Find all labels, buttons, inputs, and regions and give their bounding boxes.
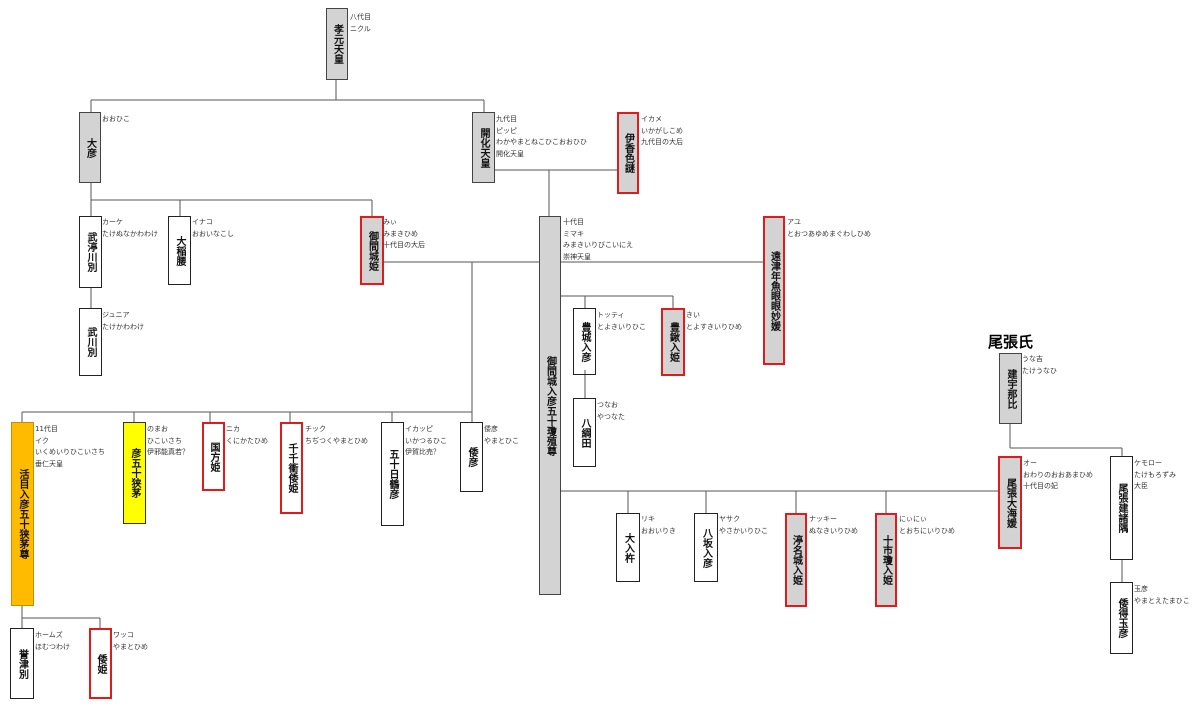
person-kougen: 孝元天皇: [326, 8, 348, 80]
person-yamatoetamahiko: 倭得玉彦: [1110, 582, 1133, 654]
person-nunakiirihime: 渟名城入姫: [785, 513, 807, 607]
clan-title: 尾張氏: [988, 333, 1034, 351]
person-homutsuwake-notes: ホームズほむつわけ: [35, 631, 70, 651]
person-toyosukiirihime-notes: きいとよすきいりひめ: [686, 311, 742, 331]
person-takekawawake-notes: ジュニアたけかわわけ: [102, 311, 144, 331]
person-owaritakemorosumi: 尾張建諸隅: [1110, 456, 1133, 560]
person-mimakihime-name: 御間城姫: [366, 230, 378, 271]
person-yamatoetamahiko-notes: 玉彦やまとえたまひこ: [1134, 585, 1190, 605]
person-owarionami: 尾張大海媛: [998, 456, 1022, 549]
person-chijitsuku-name: 千千衝倭姫: [286, 443, 297, 493]
person-kaika-notes: 九代目ピッピわかやまとねこひこおおひひ開化天皇: [496, 115, 587, 158]
person-nunakiirihime-name: 渟名城入姫: [790, 535, 802, 585]
person-mimakihime-notes: みぃみまきひめ十代目の大后: [383, 218, 425, 249]
person-yasakairihiko: 八坂入彦: [694, 513, 718, 582]
person-yamatohime-notes: ワッコやまとひめ: [113, 631, 148, 651]
person-ooirikine-name: 大入杵: [622, 532, 634, 563]
person-chijitsuku: 千千衝倭姫: [280, 422, 303, 514]
person-ikatsuruhiko: 五十日鶴彦: [381, 422, 404, 526]
person-takeunahi: 建宇那比: [999, 353, 1022, 424]
person-takeunahi-notes: うな吉たけうなひ: [1022, 355, 1057, 375]
person-takeunahi-name: 建宇那比: [1005, 368, 1016, 409]
person-mimakihime: 御間城姫: [360, 216, 384, 285]
person-takenunakawawake: 武渟川別: [79, 216, 102, 288]
person-homutsuwake-name: 誉津別: [16, 648, 28, 679]
person-oinakoshi-notes: イナコおおいなこし: [192, 218, 234, 238]
person-yamatohiko-notes: 倭彦やまとひこ: [484, 425, 519, 445]
person-hikoisachi: 彦五十狭茅: [123, 422, 146, 524]
person-ohiko-notes: おおひこ: [102, 115, 130, 123]
person-yamatoetamahiko-name: 倭得玉彦: [1116, 598, 1127, 638]
person-kunikata-notes: ニカくにかたひめ: [226, 425, 268, 445]
person-suinin-notes: 11代目イクいくめいりひこいさち垂仁天皇: [35, 425, 105, 468]
person-yasakairihiko-notes: ヤサクやさかいりひこ: [719, 515, 768, 535]
person-owaritakemorosumi-name: 尾張建諸隅: [1116, 483, 1127, 533]
person-yamatohiko-name: 倭彦: [466, 447, 477, 467]
person-sujin: 御間城入彦五十瓊殖尊: [539, 216, 561, 595]
person-ikagashikome: 伊香色謎: [617, 112, 639, 194]
person-suinin-name: 活目入彦五十狭茅尊: [17, 469, 28, 559]
person-ooirikine: 大入杵: [616, 513, 640, 582]
person-yatsunada: 八綱田: [573, 398, 596, 467]
person-takekawawake-name: 武川別: [85, 327, 96, 357]
person-owaritakemorosumi-notes: ケモローたけもろずみ大臣: [1134, 459, 1176, 490]
person-suinin: 活目入彦五十狭茅尊: [11, 422, 34, 606]
person-toyosukiirihime-name: 豊鍬入姫: [667, 322, 679, 362]
person-toochi-name: 遠津年魚眼眼妙媛: [768, 250, 780, 331]
person-oinakoshi: 大稲腰: [168, 216, 191, 285]
person-ikagashikome-notes: イカメいかがしこめ九代目の大后: [641, 115, 683, 146]
person-tochiniirihime-name: 十市瓊入姫: [880, 535, 892, 585]
person-toochi: 遠津年魚眼眼妙媛: [763, 216, 785, 365]
person-tochiniirihime: 十市瓊入姫: [875, 513, 897, 607]
person-homutsuwake: 誉津別: [10, 628, 34, 699]
person-chijitsuku-notes: チックちぢつくやまとひめ: [305, 425, 368, 445]
person-ooirikine-notes: リキおおいりき: [641, 515, 676, 535]
person-ikatsuruhiko-name: 五十日鶴彦: [387, 449, 398, 499]
person-hikoisachi-notes: のまおひこいさち伊邪能真若？: [147, 425, 189, 456]
person-toochi-notes: アユとおつあゆめまぐわしひめ: [787, 218, 871, 238]
person-toyosukiirihime: 豊鍬入姫: [661, 308, 685, 376]
person-toyokiirihiko-notes: トッティとよきいりひこ: [597, 311, 646, 331]
person-takenunakawawake-notes: カーケたけぬなかわわけ: [102, 218, 158, 238]
person-nunakiirihime-notes: ナッキーぬなきいりひめ: [809, 515, 858, 535]
person-yamatohiko: 倭彦: [460, 422, 483, 492]
person-owarionami-notes: オーおわりのおおあまひめ十代目の妃: [1023, 459, 1093, 490]
person-oinakoshi-name: 大稲腰: [174, 235, 185, 266]
person-ohiko: 大彦: [79, 112, 101, 183]
person-takenunakawawake-name: 武渟川別: [85, 232, 96, 272]
person-ikagashikome-name: 伊香色謎: [622, 133, 634, 173]
person-tochiniirihime-notes: にぃにぃとおちにいりひめ: [899, 515, 955, 535]
person-sujin-notes: 十代目ミマキみまきいりびこいにえ崇神天皇: [563, 218, 633, 261]
person-kaika: 開化天皇: [472, 112, 495, 183]
person-yatsunada-notes: つなおやつなた: [597, 401, 625, 421]
person-sujin-name: 御間城入彦五十瓊殖尊: [544, 355, 556, 456]
person-kougen-notes: 八代目ニクル: [350, 13, 371, 33]
person-ikatsuruhiko-notes: イカッピいかつるひこ伊賀比売？: [405, 425, 447, 456]
person-kaika-name: 開化天皇: [478, 127, 489, 168]
person-hikoisachi-name: 彦五十狭茅: [129, 448, 140, 498]
person-owarionami-name: 尾張大海媛: [1004, 477, 1016, 528]
person-yamatohime: 倭姫: [89, 628, 112, 699]
person-kougen-name: 孝元天皇: [331, 24, 343, 64]
person-yatsunada-name: 八綱田: [579, 417, 590, 448]
person-kunikata-name: 国方姫: [208, 441, 219, 472]
person-yasakairihiko-name: 八坂入彦: [700, 527, 712, 568]
person-toyokiirihiko-name: 豊城入彦: [579, 321, 590, 362]
person-toyokiirihiko: 豊城入彦: [573, 308, 596, 375]
person-ohiko-name: 大彦: [84, 137, 96, 158]
person-yamatohime-name: 倭姫: [95, 653, 106, 674]
person-kunikata: 国方姫: [202, 422, 225, 491]
person-takekawawake: 武川別: [79, 308, 102, 376]
